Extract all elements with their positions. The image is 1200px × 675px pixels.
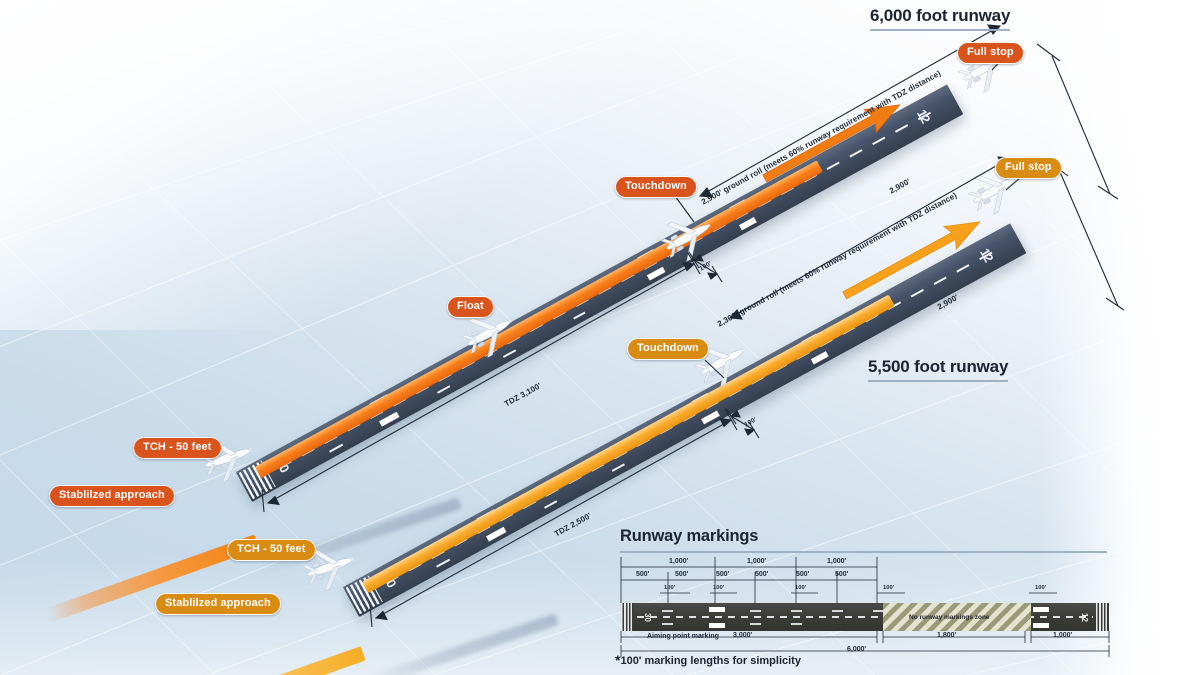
label-tch-lower: TCH - 50 feet: [227, 539, 316, 561]
tick100-2: 100': [795, 585, 807, 591]
panel-rule: [620, 551, 1107, 553]
tier500-1: 500': [675, 571, 689, 578]
background-right-margin: [1154, 0, 1200, 675]
markings-runway-number-right: 12: [1080, 613, 1090, 622]
runway-markings-panel: Runway markings 1,000' 1,000' 1,000' 500…: [615, 527, 1115, 672]
threshold-stripes-right: [1096, 603, 1109, 631]
label-stabilized-approach-lower: Stablilzed approach: [155, 593, 281, 615]
background-highlight: [0, 0, 780, 330]
panel-title: Runway markings: [620, 527, 759, 545]
footnote: *100' marking lengths for simplicity: [615, 652, 801, 668]
tier1000-1: 1,000': [747, 558, 767, 565]
label-full-stop-lower: Full stop: [995, 157, 1062, 179]
tier500-4: 500': [796, 571, 810, 578]
no-markings-zone-label: No runway markings zone: [909, 614, 990, 621]
panel-dimension-lines: [620, 557, 1110, 657]
label-tch-upper: TCH - 50 feet: [133, 437, 222, 459]
markings-runway-strip: 30 12 No runway markings zone: [621, 603, 1109, 631]
markings-centerline: [637, 616, 1093, 618]
title-rule-lower: [868, 380, 1008, 382]
tick100-4: 100': [1035, 585, 1047, 591]
tier500-2: 500': [716, 571, 730, 578]
threshold-stripes-left: [621, 603, 634, 631]
title-lower-runway: 5,500 foot runway: [868, 357, 1009, 376]
label-stabilized-approach-upper: Stablilzed approach: [49, 485, 175, 507]
label-touchdown-lower: Touchdown: [627, 338, 709, 360]
tick100-0: 100': [664, 585, 676, 591]
label-touchdown-upper: Touchdown: [615, 176, 697, 198]
tick100-1: 100': [713, 585, 725, 591]
tier1000-0: 1,000': [669, 558, 689, 565]
segment-label-1: 1,800': [937, 632, 957, 639]
label-full-stop-upper: Full stop: [957, 42, 1024, 64]
total-length-label: 6,000': [847, 646, 867, 653]
footnote-text: 100' marking lengths for simplicity: [620, 655, 801, 667]
tier500-5: 500': [835, 571, 849, 578]
markings-runway-number-left: 30: [642, 613, 652, 622]
title-upper-runway: 6,000 foot runway: [870, 6, 1011, 25]
tier500-3: 500': [755, 571, 769, 578]
tick100-3: 100': [883, 585, 895, 591]
no-markings-zone: [883, 603, 1031, 631]
tier1000-2: 1,000': [827, 558, 847, 565]
segment-label-0: 3,000': [733, 632, 753, 639]
title-rule-upper: [870, 29, 1010, 31]
footnote-star: *: [615, 652, 621, 668]
markings-aiming-point: [709, 607, 725, 612]
label-float-upper: Float: [447, 296, 494, 318]
aiming-point-marking-label: Aiming point marking: [647, 633, 719, 640]
tier500-0: 500': [636, 571, 650, 578]
segment-label-2: 1,000': [1053, 632, 1073, 639]
